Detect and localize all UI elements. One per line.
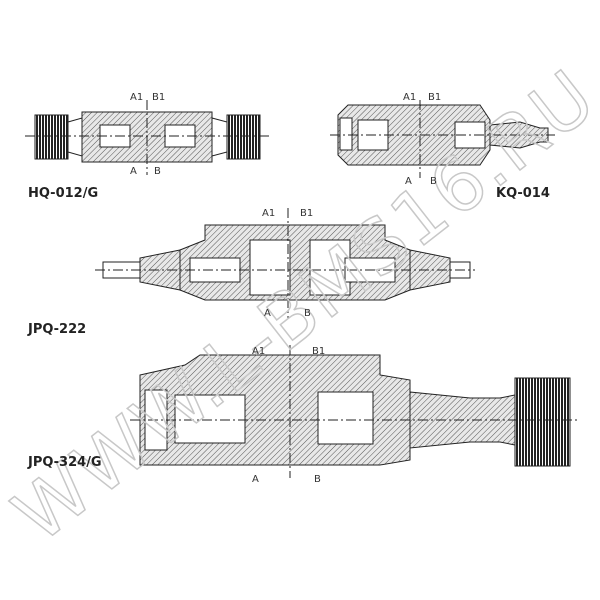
valve-label: HQ-012/G xyxy=(28,186,99,201)
port-label: A xyxy=(252,474,259,485)
port-label: B xyxy=(304,308,311,319)
port-label: A xyxy=(264,308,271,319)
port-label: A1 xyxy=(262,208,276,219)
port-label: B1 xyxy=(312,346,326,357)
valve-label: JPQ-324/G xyxy=(28,455,102,470)
valve-label: JPQ-222 xyxy=(28,322,87,337)
port-label: A xyxy=(405,176,412,187)
valve-jpq-324-g xyxy=(130,345,580,478)
port-label: B xyxy=(154,166,161,177)
valve-label: KQ-014 xyxy=(496,186,550,201)
port-label: B1 xyxy=(428,92,442,103)
port-label: B1 xyxy=(300,208,314,219)
port-label: A1 xyxy=(130,92,144,103)
valve-jpq-222 xyxy=(95,208,475,318)
valve-kq-014 xyxy=(330,100,555,178)
port-label: B1 xyxy=(152,92,166,103)
port-label: A1 xyxy=(403,92,417,103)
port-label: A1 xyxy=(252,346,266,357)
port-label: B xyxy=(314,474,321,485)
valve-hq-012-g xyxy=(25,100,270,175)
port-label: B xyxy=(430,176,437,187)
port-label: A xyxy=(130,166,137,177)
